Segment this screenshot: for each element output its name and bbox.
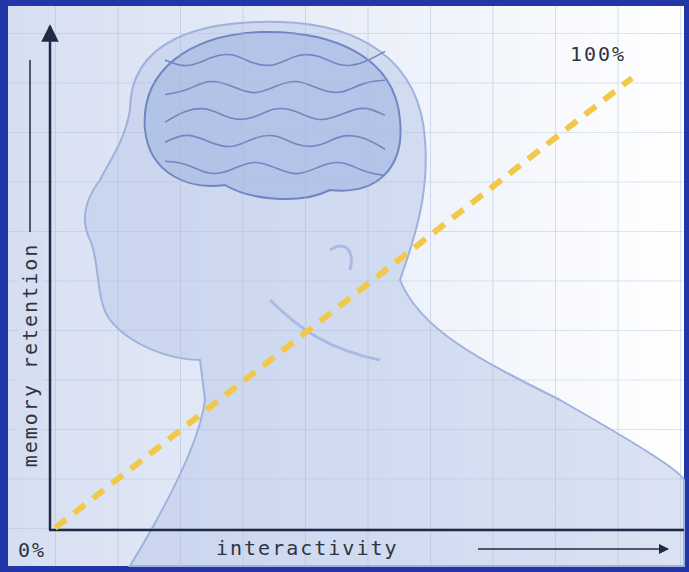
x-axis <box>49 529 684 532</box>
percent-label: 0% <box>14 538 50 562</box>
axis-title: memory retention <box>18 239 42 472</box>
y-axis-rule <box>29 60 31 232</box>
y-axis <box>49 26 52 530</box>
x-axis-arrow <box>478 548 668 550</box>
percent-label: 100% <box>566 42 630 66</box>
grid <box>8 6 684 566</box>
trend-line <box>55 78 632 528</box>
panel <box>8 6 684 566</box>
axis-title: interactivity <box>212 536 403 560</box>
